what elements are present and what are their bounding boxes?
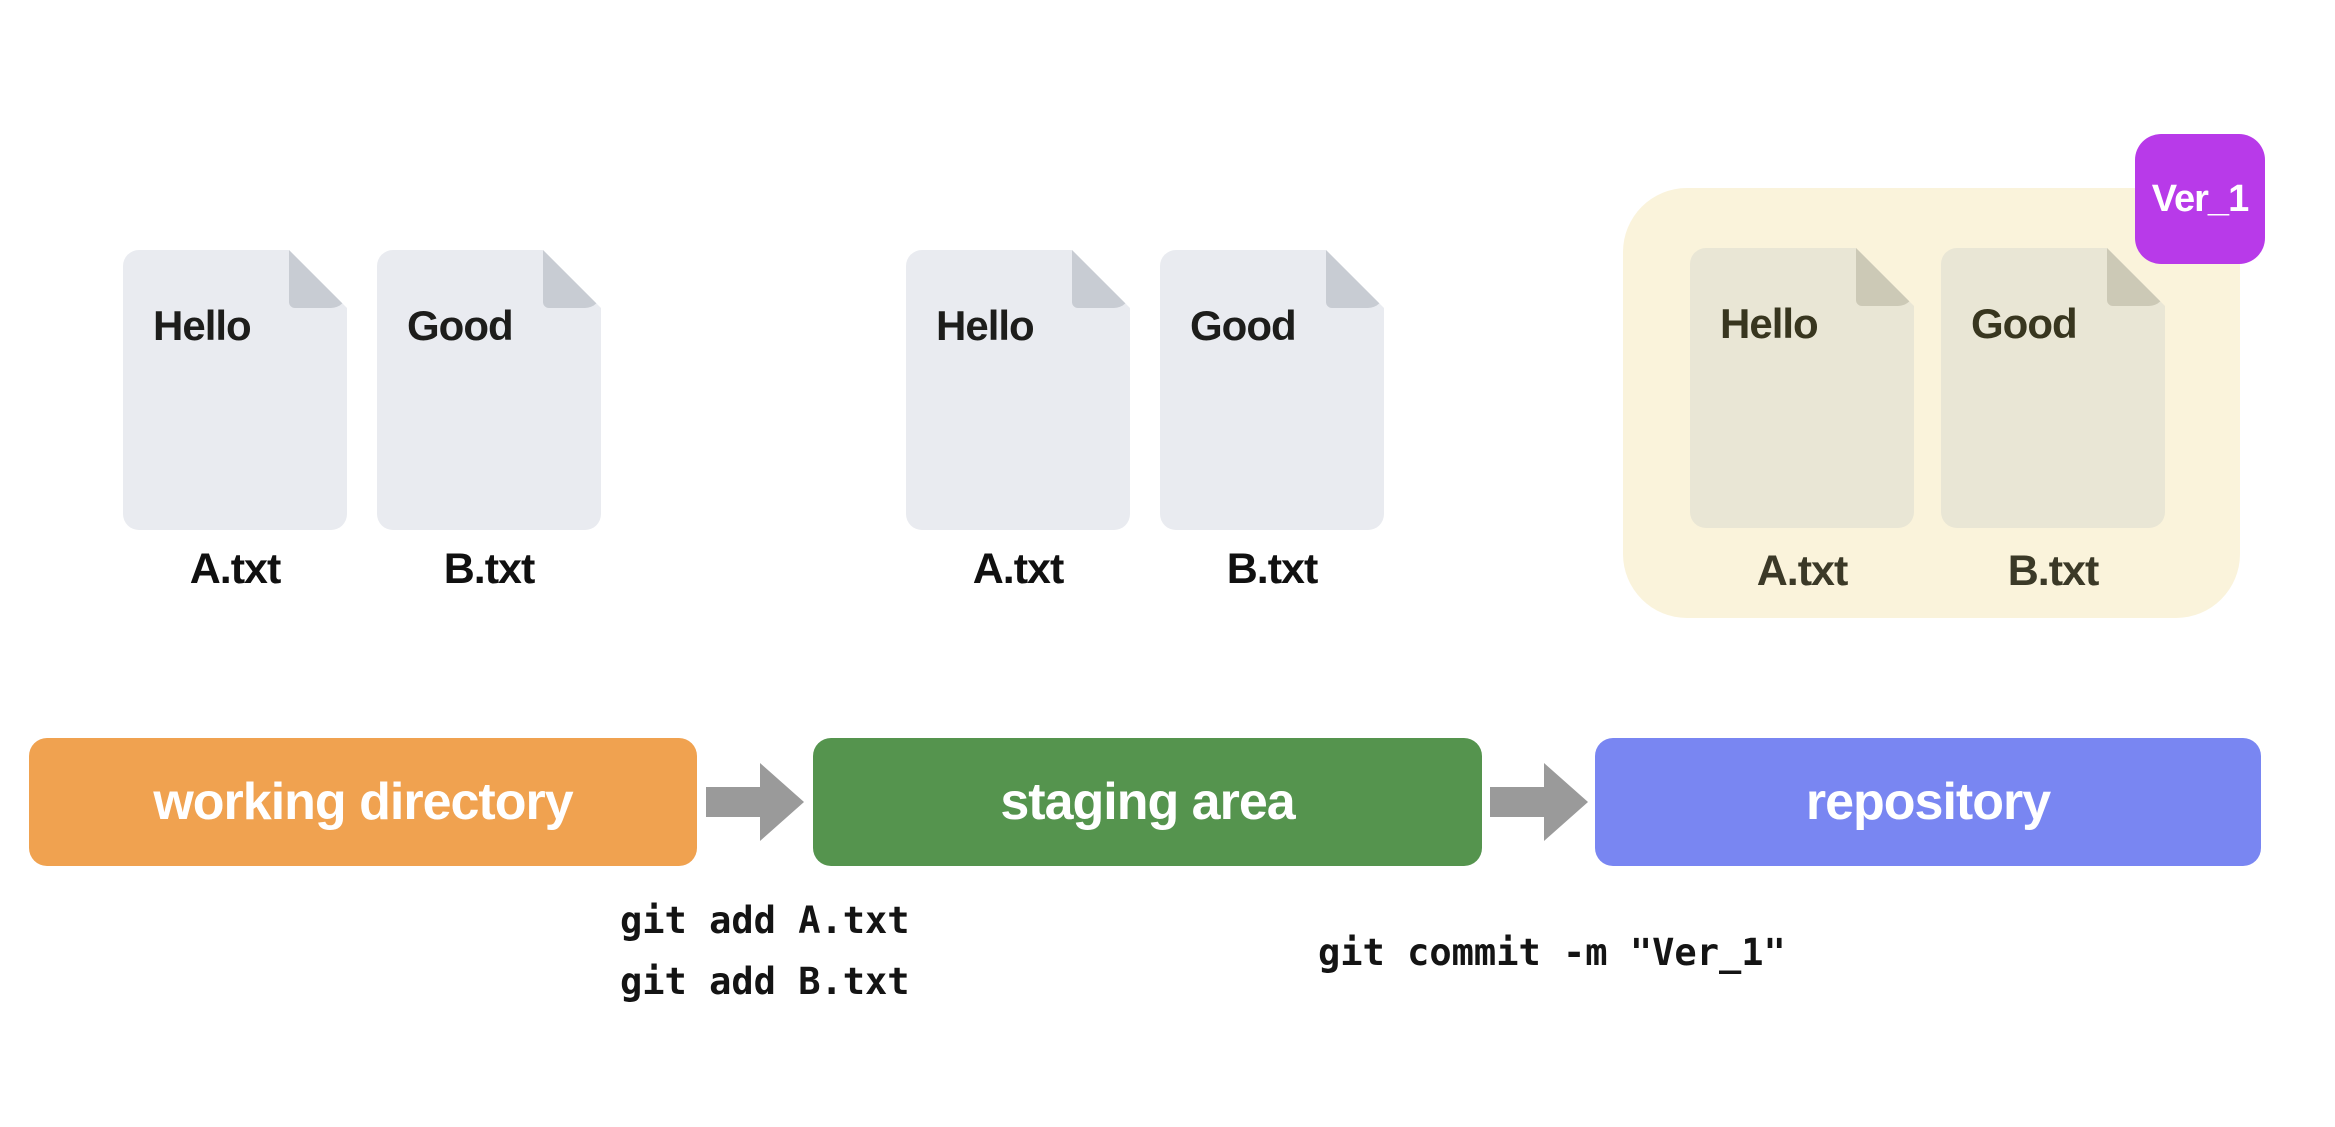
file-name-label: A.txt (1756, 547, 1849, 595)
arrow-head (1544, 763, 1588, 841)
stage-box-staging-area: staging area (813, 738, 1482, 866)
arrow-shaft (1490, 787, 1550, 817)
file-content-text: Good (1971, 300, 2078, 347)
right-arrow-icon (706, 763, 804, 841)
file-icon-staging-b: Good (1160, 250, 1384, 530)
folded-corner-icon (1856, 248, 1914, 306)
arrow-shaft (706, 787, 766, 817)
arrow-head (760, 763, 804, 841)
file-content-text: Good (407, 302, 514, 349)
folded-corner-icon (1072, 250, 1130, 308)
file-icon-working-a: Hello (123, 250, 347, 530)
folded-corner-icon (289, 250, 347, 308)
git-add-commands: git add A.txt git add B.txt (620, 890, 910, 1012)
file-icon-repo-a: Hello (1690, 248, 1914, 528)
folded-corner-icon (1326, 250, 1384, 308)
file-content-text: Hello (153, 302, 252, 349)
file-content-text: Good (1190, 302, 1297, 349)
git-add-line-2: git add B.txt (620, 960, 910, 1003)
file-content-text: Hello (936, 302, 1035, 349)
git-commit-command: git commit -m "Ver_1" (1318, 931, 1786, 974)
file-icon-repo-b: Good (1941, 248, 2165, 528)
file-name-label: B.txt (1226, 545, 1319, 593)
file-name-label: B.txt (2007, 547, 2100, 595)
file-content-text: Hello (1720, 300, 1819, 347)
stage-box-repository: repository (1595, 738, 2261, 866)
file-name-label: A.txt (189, 545, 282, 593)
file-name-label: A.txt (972, 545, 1065, 593)
file-icon-working-b: Good (377, 250, 601, 530)
stage-box-working-directory: working directory (29, 738, 697, 866)
file-name-label: B.txt (443, 545, 536, 593)
folded-corner-icon (543, 250, 601, 308)
file-icon-staging-a: Hello (906, 250, 1130, 530)
right-arrow-icon (1490, 763, 1588, 841)
version-badge: Ver_1 (2135, 134, 2265, 264)
git-add-line-1: git add A.txt (620, 899, 910, 942)
